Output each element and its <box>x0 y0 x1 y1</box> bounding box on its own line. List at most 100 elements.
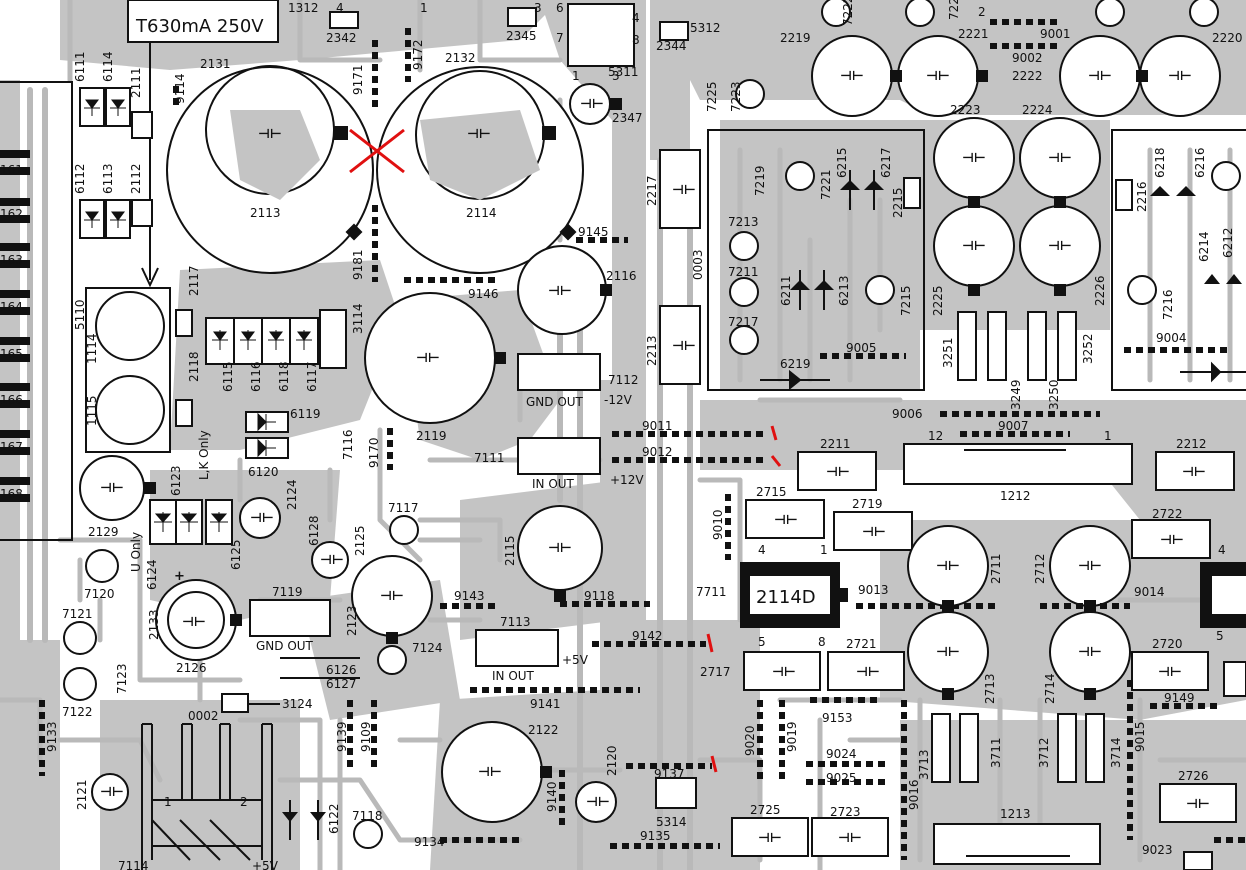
cap-symbol: ⊣⊢ <box>1088 69 1112 84</box>
cap-2344-label: 2344 <box>656 39 687 53</box>
jumper-9134-label: 9134 <box>414 835 445 849</box>
cap-2222-label: 2222 <box>1012 69 1043 83</box>
cap-symbol: ⊣⊢ <box>936 559 960 574</box>
connector-5110: 5110 1114 1115 2117 2118 <box>73 265 201 453</box>
jumper-9007-label: 9007 <box>998 419 1029 433</box>
pin-2b: 2 <box>978 5 986 19</box>
transistor-7114-label: 7114 <box>118 859 149 870</box>
capacitor-2114: ⊣⊢ 2114 2132 <box>376 51 584 274</box>
diode-6127-label: 6127 <box>326 677 357 691</box>
jumper-9015-label: 9015 <box>1133 721 1147 752</box>
jumper-9013-label: 9013 <box>858 583 889 597</box>
cap-2714-label: 2714 <box>1043 673 1057 704</box>
transistor-7118-label: 7118 <box>352 809 383 823</box>
cap-2219-label: 2219 <box>780 31 811 45</box>
capacitor-2126: ⊣⊢ + 2126 2133 <box>147 569 242 675</box>
cap-2132-label: 2132 <box>445 51 476 65</box>
gnd-out-2-label: GND OUT <box>256 639 314 653</box>
amp-block-left: ⊣⊢ 2715 4 1 ⊣⊢ 2719 9010 2114D 5 8 9013 … <box>711 485 1000 860</box>
jumper-9006-label: 9006 <box>892 407 923 421</box>
pin-2a: 2 <box>240 795 248 809</box>
cap-2114-label: 2114 <box>466 206 497 220</box>
left-connector: 161 162 163 164 165 166 167 168 <box>0 81 73 541</box>
cap-symbol: ⊣⊢ <box>1048 239 1072 254</box>
cap-2711-label: 2711 <box>989 553 1003 584</box>
cap-symbol: ⊣⊢ <box>962 239 986 254</box>
coil-5314-label: 5314 <box>656 815 687 829</box>
cap-2121-label: 2121 <box>75 779 89 810</box>
connector-5110-label: 5110 <box>73 299 87 330</box>
jumper-9141-label: 9141 <box>530 697 561 711</box>
transistor-7122-label: 7122 <box>62 705 93 719</box>
transistor-7124-label: 7124 <box>412 641 443 655</box>
diode-6216-label: 6216 <box>1193 147 1207 178</box>
cap-2224-label: 2224 <box>1022 103 1053 117</box>
connector-1212-label: 1212 <box>1000 489 1031 503</box>
jumper-0003-label: 0003 <box>691 249 705 280</box>
diode-6111-label: 6111 <box>73 51 87 82</box>
cap-2117-label: 2117 <box>187 265 201 296</box>
cap-2133-label: 2133 <box>147 609 161 640</box>
cap-symbol: ⊣⊢ <box>838 831 862 846</box>
regulator-7112: GND OUT 7112 -12V <box>517 353 639 409</box>
cap-symbol: ⊣⊢ <box>1168 69 1192 84</box>
ic-2114d-label: 2114D <box>756 587 816 608</box>
pin-1: 1 <box>572 69 580 83</box>
capacitor-2123: ⊣⊢ 2123 7124 9143 <box>345 555 500 675</box>
pin-label-163: 163 <box>0 253 23 267</box>
resistor-3249-label: 3249 <box>1009 379 1023 410</box>
cap-2715-label: 2715 <box>756 485 787 499</box>
cap-2113-label: 2113 <box>250 206 281 220</box>
cap-2215-label: 2215 <box>891 187 905 218</box>
left-mid-components: ⊣⊢ 2129 6123 6124 6125 U Only ⊣⊢ 2124 61… <box>62 455 419 719</box>
cut-mark-x <box>349 128 405 174</box>
cap-2118-label: 2118 <box>187 351 201 382</box>
pin-5a: 5 <box>758 635 766 649</box>
cap-symbol: ⊣⊢ <box>758 831 782 846</box>
coil-5311-label: 5311 <box>608 65 639 79</box>
cap-2712-label: 2712 <box>1033 553 1047 584</box>
pin-1d: 1 <box>820 543 828 557</box>
center-cap-column: ⊣⊢ ⊣⊢ ⊣⊢ ⊣⊢ 2223 2224 2225 2226 3251 324… <box>892 103 1107 421</box>
cap-2220-label: 2220 <box>1212 31 1243 45</box>
pin-4b: 4 <box>336 1 344 15</box>
bridge-diodes-upper: 6111 6114 2111 6112 6113 2112 <box>73 51 153 239</box>
cap-2213-label: 2213 <box>645 335 659 366</box>
cap-symbol: ⊣⊢ <box>936 645 960 660</box>
cap-2725-label: 2725 <box>750 803 781 817</box>
pin-7: 7 <box>556 31 564 45</box>
transistor-7111-label: 7111 <box>474 451 505 465</box>
cap-2116-label: 2116 <box>606 269 637 283</box>
cap-2225-label: 2225 <box>931 285 945 316</box>
cap-2721-label: 2721 <box>846 637 877 651</box>
cap-symbol: ⊣⊢ <box>1048 151 1072 166</box>
diode-6126-label: 6126 <box>326 663 357 677</box>
diode-6219-label: 6219 <box>780 357 811 371</box>
cap-2125-label: 2125 <box>353 525 367 556</box>
jumper-9010-label: 9010 <box>711 509 725 540</box>
pin-8: 8 <box>632 33 640 47</box>
jumper-9146-label: 9146 <box>468 287 499 301</box>
cap-2719-label: 2719 <box>852 497 883 511</box>
cap-symbol: ⊣⊢ <box>672 339 696 354</box>
cap-2131-label: 2131 <box>200 57 231 71</box>
u-only-note: U Only <box>129 532 143 572</box>
resistor-3114-label: 3114 <box>351 303 365 334</box>
jumpers-top: 9114 9171 9172 9181 9145 9146 <box>173 28 628 301</box>
diode-6118-label: 6118 <box>277 361 291 392</box>
jumper-9145-label: 9145 <box>578 225 609 239</box>
diodes-6119-6120: 6119 6120 L,K Only <box>197 407 321 480</box>
cap-symbol: ⊣⊢ <box>250 511 274 526</box>
resistor-3252-label: 3252 <box>1081 333 1095 364</box>
pin-label-165: 165 <box>0 347 23 361</box>
cap-2119-label: 2119 <box>416 429 447 443</box>
transistor-7221-label: 7221 <box>819 169 833 200</box>
resistor-3713-label: 3713 <box>917 749 931 780</box>
cap-2345-label: 2345 <box>506 29 537 43</box>
pin-4: 4 <box>632 11 640 25</box>
caps-top-small: 2342 2345 2344 5312 6 7 4 8 1 3 5311 3 4… <box>326 1 721 125</box>
cap-2111-label: 2111 <box>129 67 143 98</box>
diode-6124-label: 6124 <box>145 559 159 590</box>
cap-2126-label: 2126 <box>176 661 207 675</box>
pin-8b: 8 <box>818 635 826 649</box>
